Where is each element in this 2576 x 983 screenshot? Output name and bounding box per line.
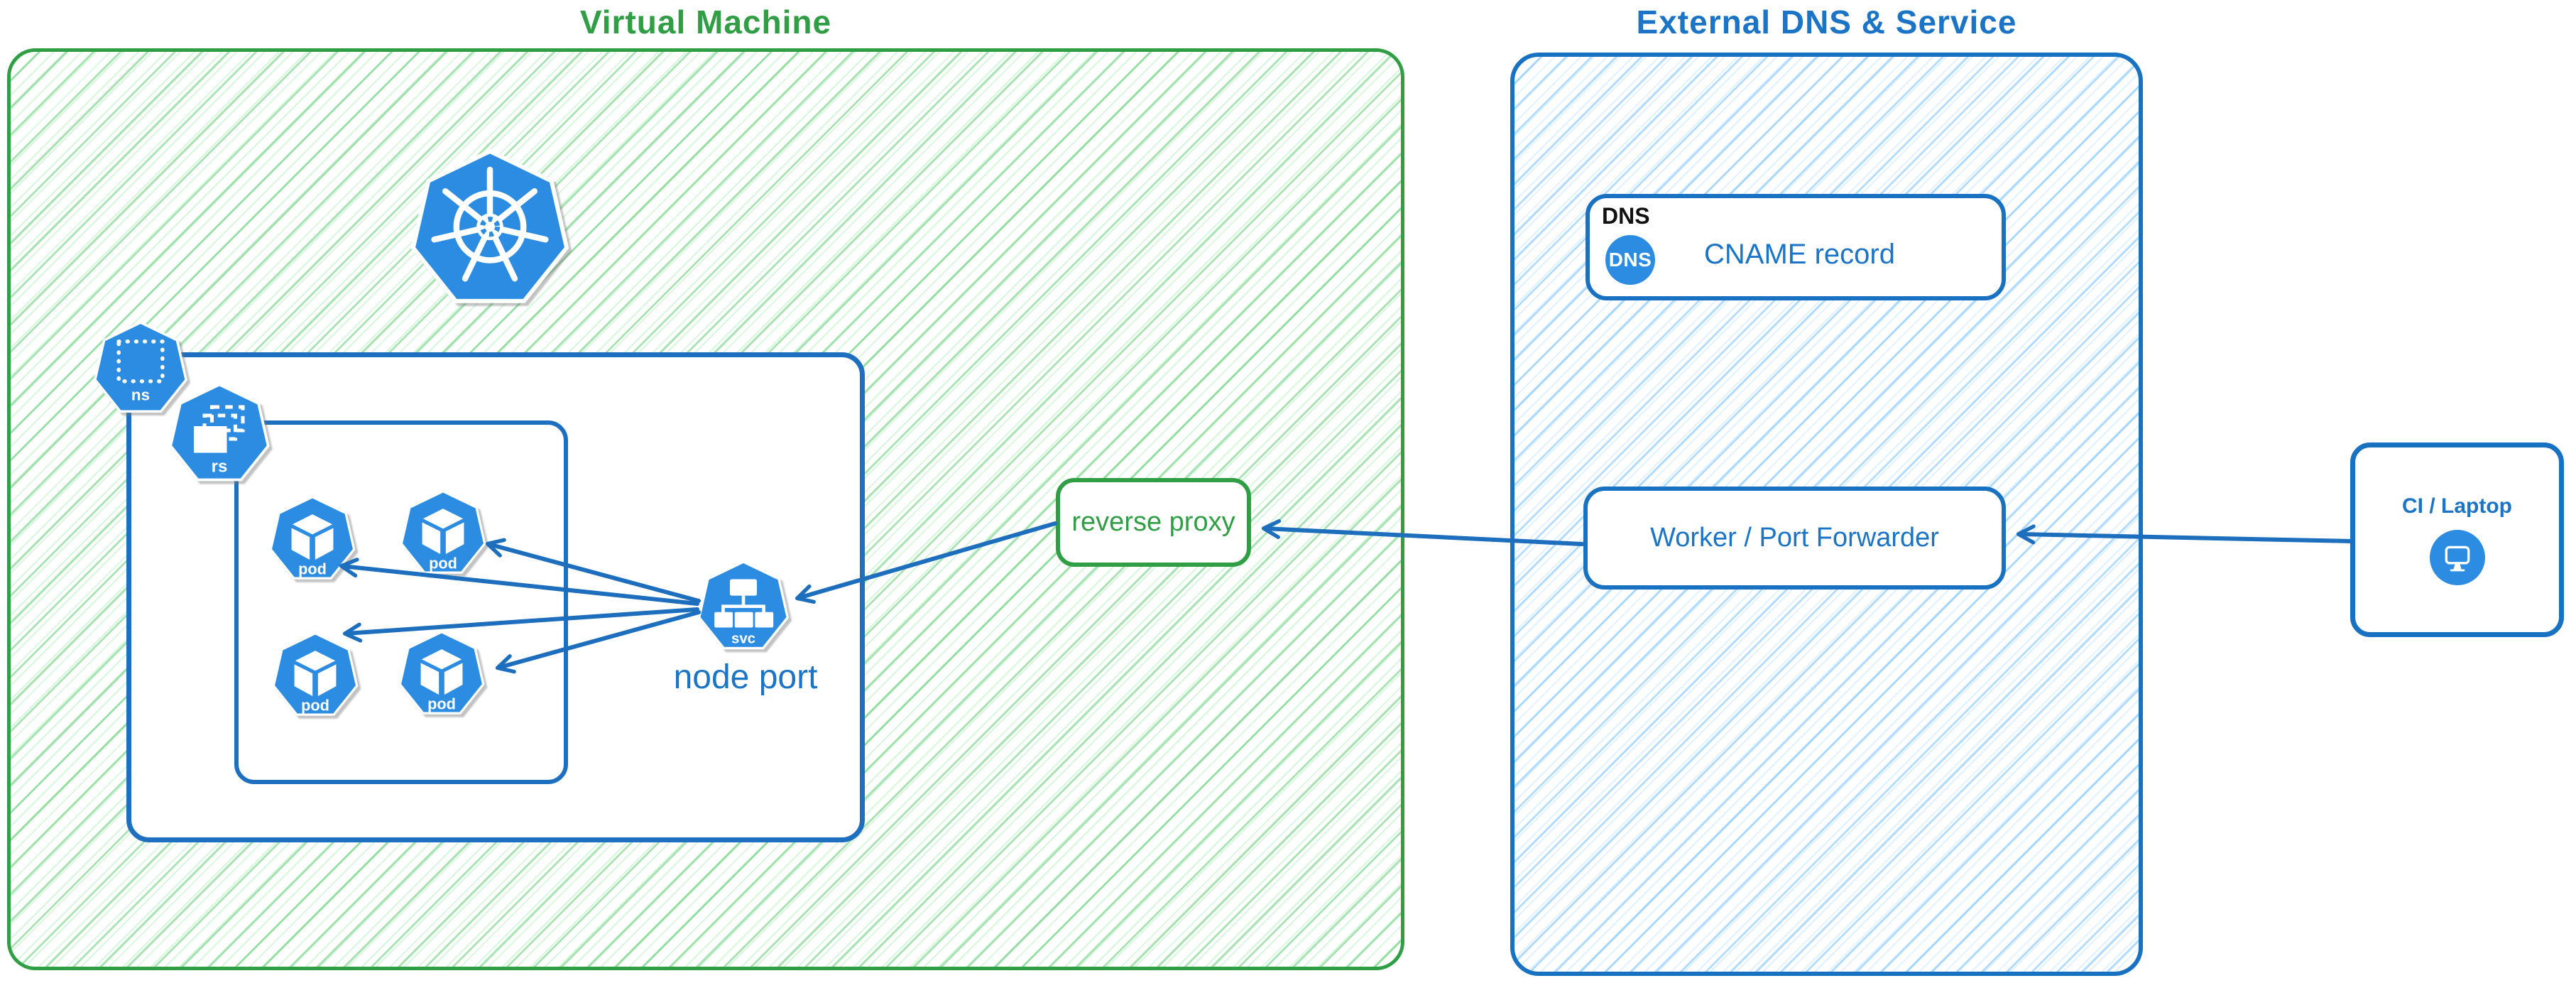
pod-icon-label: pod bbox=[427, 695, 456, 713]
kubernetes-logo-icon bbox=[410, 148, 569, 303]
vm-panel-title: Virtual Machine bbox=[579, 4, 832, 40]
pod-icon: pod bbox=[400, 490, 486, 574]
reverse-proxy-node: reverse proxy bbox=[1056, 478, 1251, 567]
node-port-label: node port bbox=[673, 658, 818, 696]
pod-icon-label: pod bbox=[301, 697, 329, 715]
service-icon-label: svc bbox=[731, 631, 755, 646]
dns-panel-title: External DNS & Service bbox=[1636, 4, 2017, 40]
pod-icon-label: pod bbox=[429, 555, 457, 572]
pod-icon: pod bbox=[269, 496, 356, 580]
ci-laptop-label: CI / Laptop bbox=[2402, 494, 2512, 518]
dns-badge-icon: DNS bbox=[1605, 235, 1655, 285]
namespace-icon-label: ns bbox=[131, 386, 150, 403]
ci-laptop-node: CI / Laptop bbox=[2350, 442, 2564, 637]
pod-icon: pod bbox=[398, 631, 485, 715]
worker-port-forwarder-label: Worker / Port Forwarder bbox=[1650, 523, 1939, 553]
replicaset-box bbox=[234, 420, 568, 784]
worker-port-forwarder-node: Worker / Port Forwarder bbox=[1583, 487, 2006, 590]
dns-tag: DNS bbox=[1602, 203, 1650, 229]
cname-record-label: CNAME record bbox=[1704, 239, 1895, 270]
replicaset-icon: rs bbox=[169, 383, 270, 482]
monitor-icon bbox=[2429, 530, 2485, 585]
reverse-proxy-label: reverse proxy bbox=[1071, 507, 1235, 537]
pod-icon-label: pod bbox=[298, 560, 327, 578]
replicaset-icon-label: rs bbox=[212, 457, 228, 477]
cname-record-node bbox=[1586, 194, 2006, 300]
pod-icon: pod bbox=[272, 632, 359, 716]
service-icon: svc bbox=[697, 560, 790, 650]
namespace-icon: ns bbox=[93, 321, 188, 413]
